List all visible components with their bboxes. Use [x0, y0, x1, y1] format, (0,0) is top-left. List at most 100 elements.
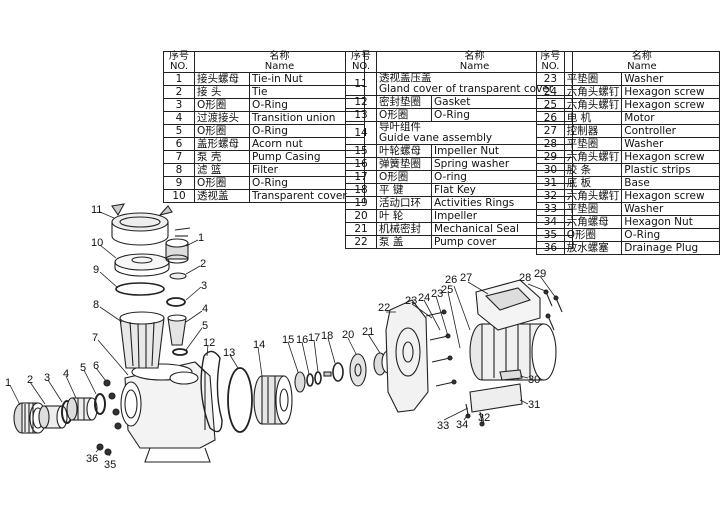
part-name-en: Acorn nut [249, 137, 365, 151]
callout-33: 33 [437, 420, 449, 432]
part-name-cn: 六角头螺钉 [563, 98, 623, 112]
part-filter-basket [119, 311, 165, 369]
part-o-ring-9 [115, 282, 165, 296]
part-number: 19 [345, 196, 377, 210]
callout-18: 18 [321, 330, 333, 342]
part-o-ring-5 [94, 393, 106, 415]
part-number: 31 [536, 176, 565, 190]
callout-6: 6 [93, 360, 99, 372]
callout-labels: 1 2 3 4 5 6 7 8 9 10 11 1 2 3 4 5 12 13 … [5, 204, 546, 471]
callout-36: 36 [86, 453, 98, 465]
part-guide-vane [253, 375, 293, 425]
callout-12: 12 [203, 337, 215, 349]
part-impeller [349, 353, 367, 387]
part-plastic-strip [499, 369, 523, 381]
part-controller [475, 279, 541, 331]
callout-17: 17 [308, 332, 320, 344]
callout-16: 16 [296, 334, 308, 346]
part-base [469, 383, 523, 413]
part-cover-screws [425, 309, 457, 387]
part-number: 34 [536, 215, 565, 229]
part-number: 10 [163, 189, 195, 203]
callout-1-top: 1 [198, 232, 204, 244]
callout-2-top: 2 [200, 258, 206, 270]
callout-7: 7 [92, 332, 98, 344]
part-small-fittings [166, 272, 188, 356]
callout-32: 32 [478, 412, 490, 424]
callout-35: 35 [104, 459, 116, 471]
part-name-cn: O形圈 [194, 124, 250, 138]
callout-4: 4 [63, 368, 69, 380]
callout-9: 9 [93, 264, 99, 276]
part-pump-cover [385, 299, 429, 413]
part-name-cn: 密封垫圈 [376, 95, 432, 109]
part-name-en: O-Ring [249, 98, 365, 112]
part-number: 24 [536, 85, 565, 99]
part-name-cn: O形圈 [194, 176, 250, 190]
callout-24: 24 [418, 292, 430, 304]
part-name-cn: 六角螺母 [563, 215, 623, 229]
part-name-en: Gland cover of transparent cover [379, 83, 554, 95]
part-number: 25 [536, 98, 565, 112]
callout-2: 2 [27, 374, 33, 386]
part-name-en: Plastic strips [621, 163, 720, 177]
callout-3-top: 3 [201, 280, 207, 292]
callout-27: 27 [460, 272, 472, 284]
part-motor-screws [543, 289, 563, 331]
part-name-cn: 导叶组件 [379, 121, 421, 133]
callout-14: 14 [253, 339, 265, 351]
callout-31: 31 [528, 399, 540, 411]
header-name-cn: 名称 [631, 51, 652, 62]
callout-28: 28 [519, 272, 531, 284]
leader-lines [9, 211, 557, 457]
header-number-en: NO. [351, 61, 371, 72]
callout-3: 3 [44, 372, 50, 384]
callout-4-top: 4 [202, 303, 208, 315]
part-gland-cover [111, 203, 191, 246]
part-name-cn: 六角头螺钉 [563, 189, 623, 203]
callout-5: 5 [80, 362, 86, 374]
part-name-en: Guide vane assembly [379, 132, 493, 144]
callout-10: 10 [91, 237, 103, 249]
part-gasket [200, 350, 223, 433]
header-number-en: NO. [541, 61, 560, 72]
part-name-en: Hexagon screw [621, 98, 720, 112]
part-name-en: Transparent cover [249, 189, 365, 203]
header-name-cn: 名称 [269, 51, 290, 62]
callout-23: 23 [405, 295, 417, 307]
part-name-cn: 泵 盖 [376, 235, 432, 249]
header-number-cn: 序号 [351, 51, 371, 62]
callout-20: 20 [342, 329, 354, 341]
part-number: 27 [536, 124, 565, 138]
part-transparent-cover [114, 253, 170, 277]
part-name-cn: 透视盖压盖 [379, 72, 432, 84]
header-name-en: Name [459, 61, 490, 72]
part-name-en: Filter [249, 163, 365, 177]
part-name-cn: 六角头螺钉 [563, 85, 623, 99]
part-name-en: Washer [621, 137, 720, 151]
part-name-en: Washer [621, 202, 720, 216]
part-name-cn: 透视盖 [194, 189, 250, 203]
part-impeller-hardware [294, 362, 344, 393]
callout-1: 1 [5, 377, 11, 389]
header-name-en: Name [264, 61, 295, 72]
part-cover-knob [165, 238, 189, 264]
callout-34: 34 [456, 419, 468, 431]
part-name-cn: 机械密封 [376, 222, 432, 236]
